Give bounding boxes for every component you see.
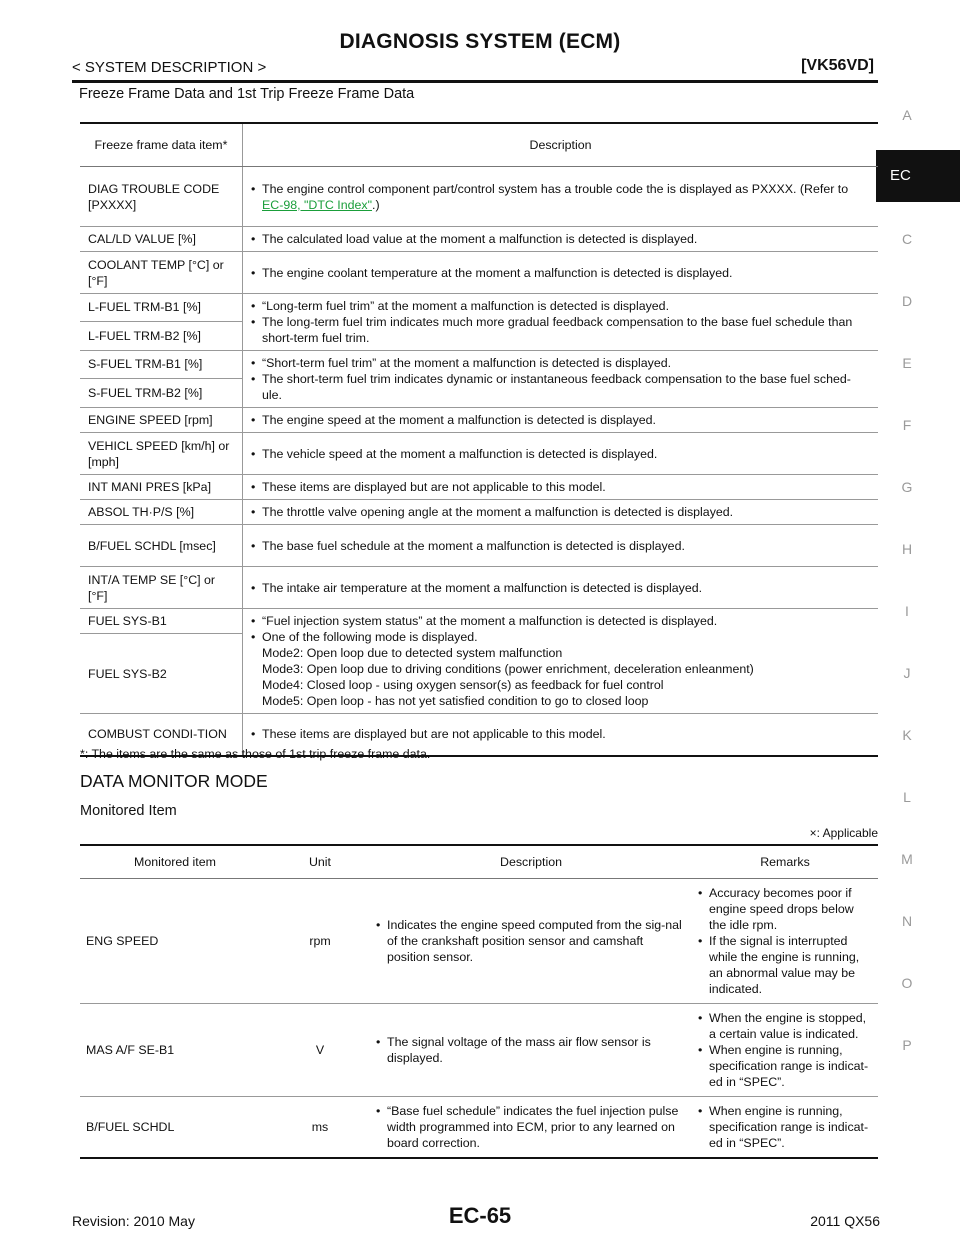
side-index-item-p[interactable]: P <box>902 1037 912 1053</box>
column-header-description: Description <box>370 845 692 879</box>
side-index-item-l[interactable]: L <box>903 789 911 805</box>
page-number: EC-65 <box>448 1203 512 1228</box>
model-code: [VK56VD] <box>801 57 874 74</box>
table-row: S-FUEL TRM-B1 [%] “Short-term fuel trim”… <box>80 350 878 408</box>
footnote: *: The items are the same as those of 1s… <box>80 747 431 761</box>
side-index-item-d[interactable]: D <box>901 293 913 309</box>
dtc-index-link[interactable]: EC-98, "DTC Index" <box>262 197 373 212</box>
table-row: CAL/LD VALUE [%] The calculated load val… <box>80 226 878 252</box>
table-row: MAS A/F SE-B1 V The signal voltage of th… <box>80 1003 878 1097</box>
table-row: INT/A TEMP SE [°C] or [°F] The intake ai… <box>80 566 878 609</box>
monitored-item-table: Monitored item Unit Description Remarks … <box>80 844 878 1159</box>
row-item: DIAG TROUBLE CODE [PXXXX] <box>80 166 243 227</box>
monitored-item-heading: Monitored Item <box>80 803 177 819</box>
breadcrumb: < SYSTEM DESCRIPTION > <box>72 59 267 76</box>
column-header-item: Freeze frame data item* <box>80 123 243 167</box>
table-row: L-FUEL TRM-B1 [%] “Long-term fuel trim” … <box>80 293 878 351</box>
table-row: B/FUEL SCHDL ms “Base fuel schedule” ind… <box>80 1096 878 1159</box>
table-row: INT MANI PRES [kPa] These items are disp… <box>80 474 878 500</box>
table-row: ABSOL TH·P/S [%] The throttle valve open… <box>80 499 878 525</box>
table-row: ENGINE SPEED [rpm] The engine speed at t… <box>80 407 878 433</box>
page-title: DIAGNOSIS SYSTEM (ECM) <box>339 30 621 53</box>
side-index-item-j[interactable]: J <box>903 665 911 681</box>
side-index-item-h[interactable]: H <box>901 541 913 557</box>
side-index-tab-ec[interactable]: EC <box>876 150 960 202</box>
table-row: FUEL SYS-B2 <box>80 633 878 714</box>
side-index-item-f[interactable]: F <box>902 417 912 433</box>
side-index-item-i[interactable]: I <box>905 603 909 619</box>
column-header-monitored-item: Monitored item <box>80 845 270 879</box>
side-index-item-c[interactable]: C <box>901 231 913 247</box>
table-row: L-FUEL TRM-B2 [%] <box>80 321 878 352</box>
side-index-item-o[interactable]: O <box>901 975 913 991</box>
side-index-item-a[interactable]: A <box>902 107 912 123</box>
side-index-item-e[interactable]: E <box>902 355 912 371</box>
column-header-description: Description <box>242 123 878 167</box>
table-row: COMBUST CONDI-TION These items are displ… <box>80 713 878 757</box>
table-row: S-FUEL TRM-B2 [%] <box>80 378 878 409</box>
side-index-item-k[interactable]: K <box>902 727 912 743</box>
table-row: DIAG TROUBLE CODE [PXXXX] The engine con… <box>80 166 878 227</box>
model-label: 2011 QX56 <box>810 1213 880 1229</box>
row-description: The engine control component part/contro… <box>242 166 878 227</box>
side-index-item-m[interactable]: M <box>901 851 913 867</box>
freeze-frame-table: Freeze frame data item* Description DIAG… <box>80 122 878 757</box>
section-title: Freeze Frame Data and 1st Trip Freeze Fr… <box>79 86 415 102</box>
table-row: COOLANT TEMP [°C] or [°F] The engine coo… <box>80 251 878 294</box>
data-monitor-heading: DATA MONITOR MODE <box>80 771 268 791</box>
side-index-item-g[interactable]: G <box>901 479 913 495</box>
table-row: FUEL SYS-B1 “Fuel injection system statu… <box>80 608 878 714</box>
column-header-unit: Unit <box>270 845 370 879</box>
header-rule <box>72 80 878 83</box>
side-index-item-n[interactable]: N <box>901 913 913 929</box>
applicable-legend: ×: Applicable <box>809 826 878 840</box>
table-row: ENG SPEED rpm Indicates the engine speed… <box>80 878 878 1004</box>
column-header-remarks: Remarks <box>692 845 878 879</box>
table-row: B/FUEL SCHDL [msec] The base fuel schedu… <box>80 524 878 567</box>
table-row: VEHICL SPEED [km/h] or [mph] The vehicle… <box>80 432 878 475</box>
revision-label: Revision: 2010 May <box>72 1213 195 1229</box>
